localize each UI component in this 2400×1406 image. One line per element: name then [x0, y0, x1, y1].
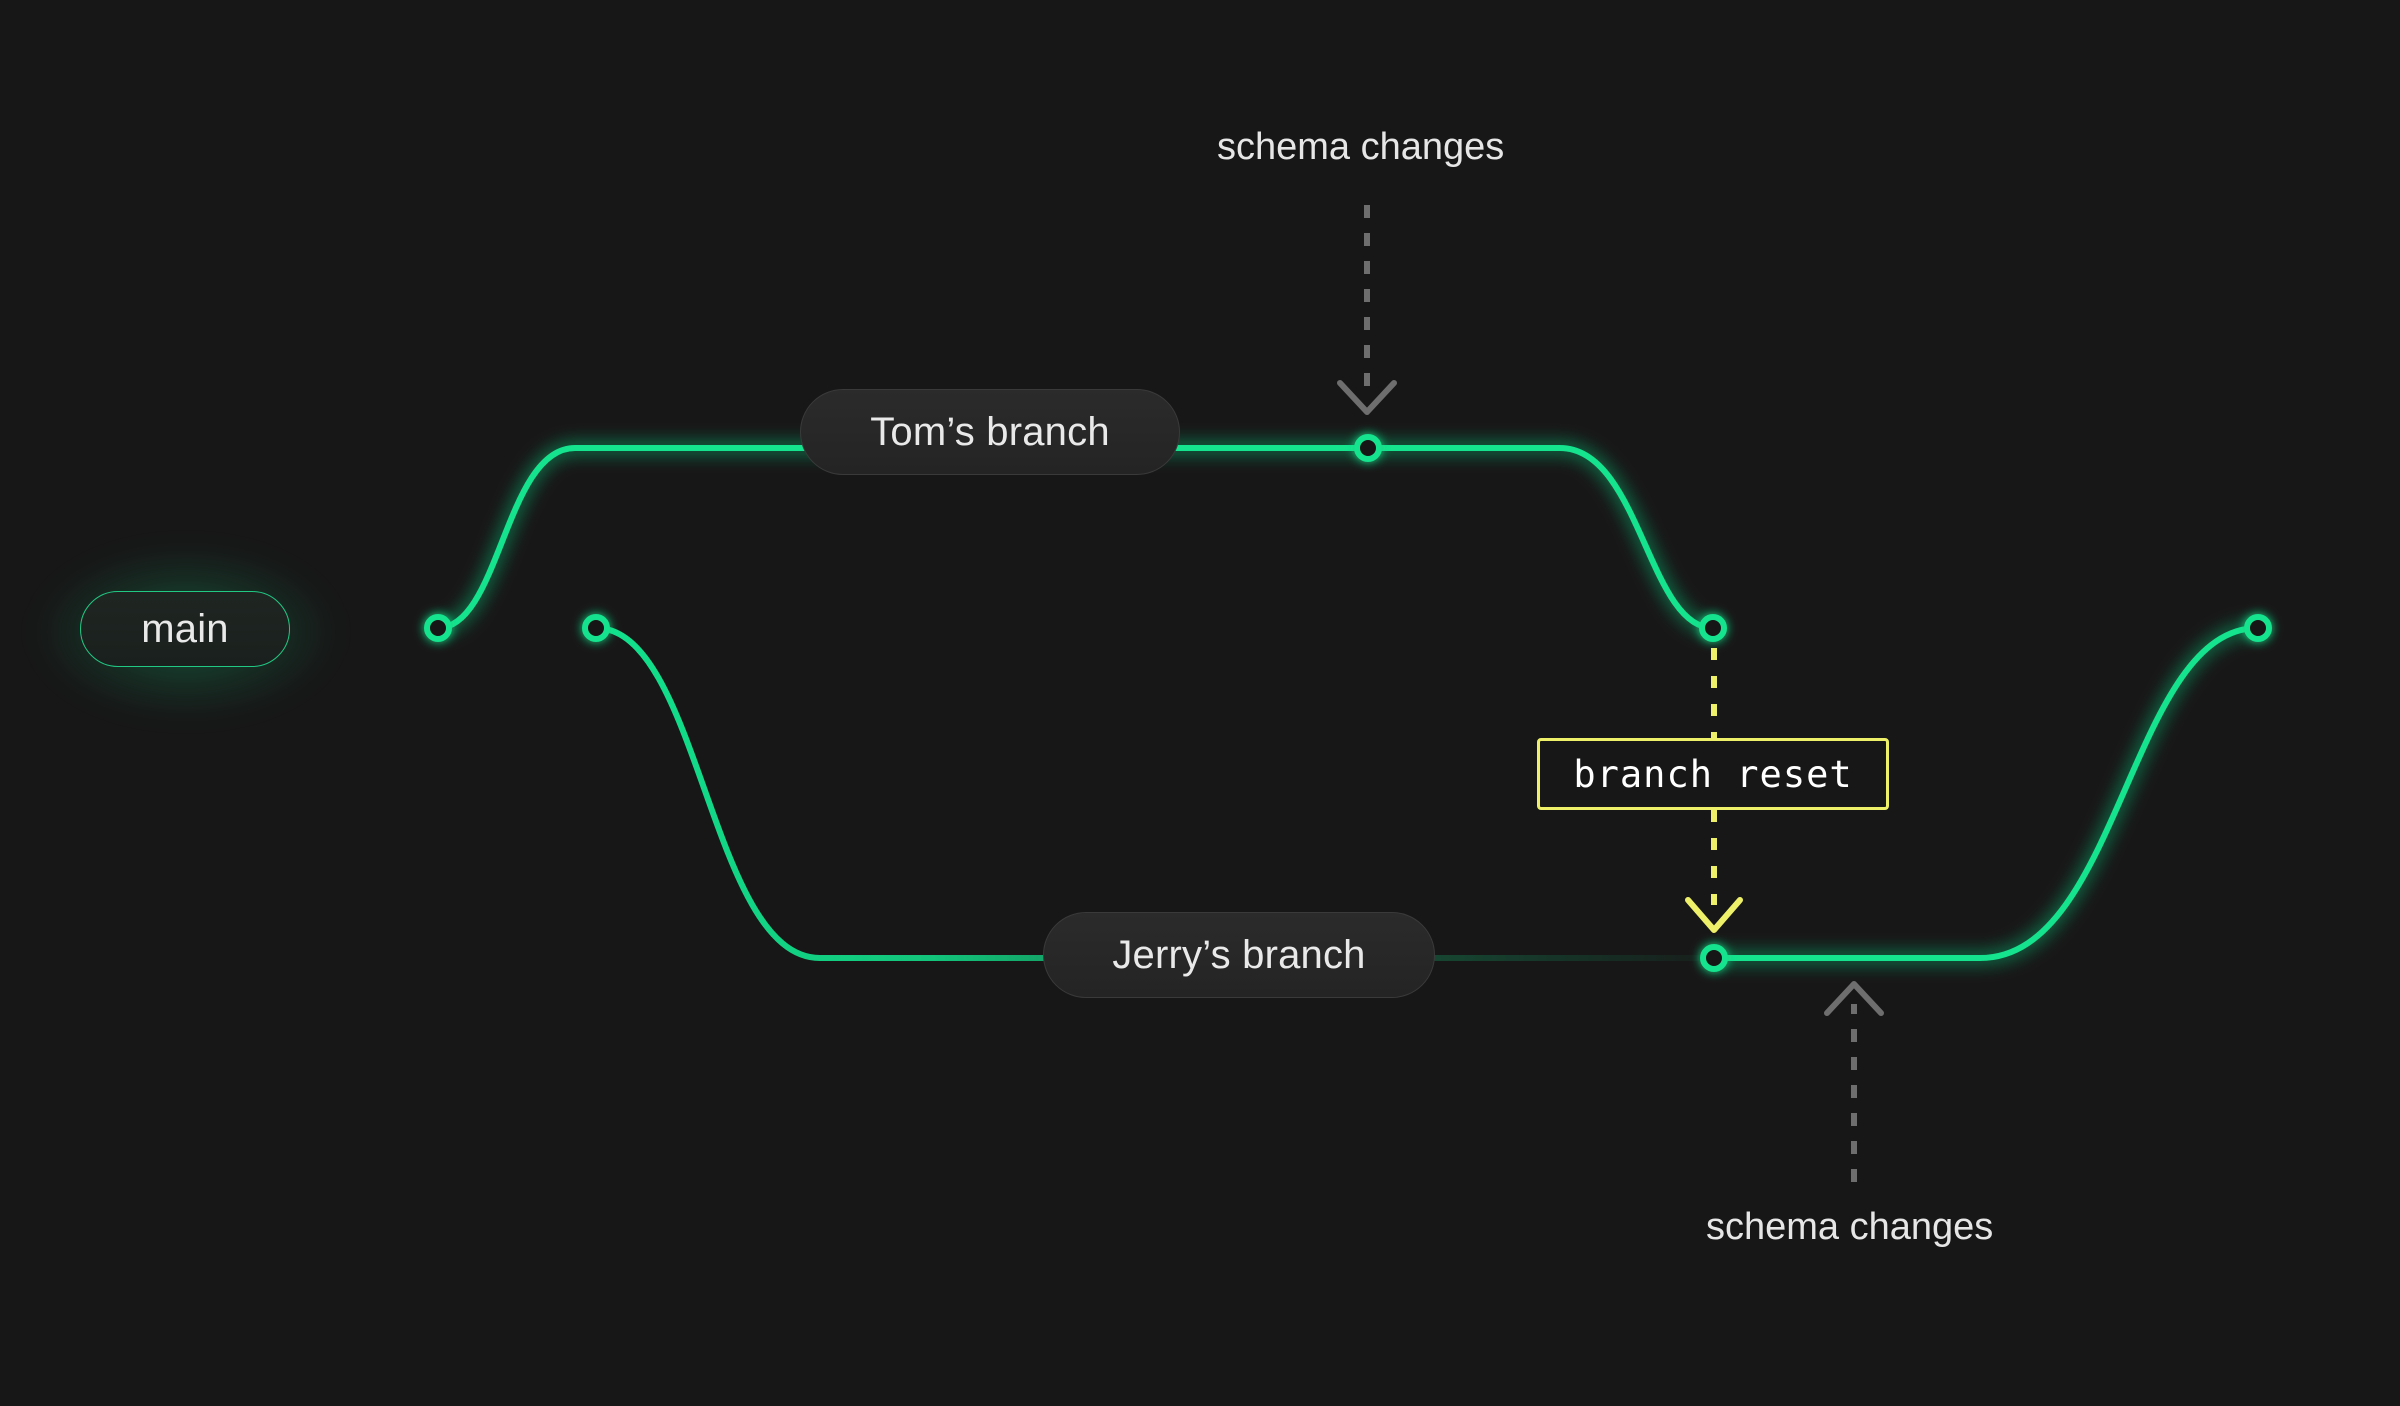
commit-dot-main-merge[interactable] [1699, 614, 1727, 642]
annotation-arrows [1337, 205, 1884, 1182]
annotation-schema-changes-top-label: schema changes [1217, 126, 1505, 168]
branch-pill-main[interactable]: main [80, 591, 290, 667]
branch-pill-main-label: main [141, 606, 229, 651]
schema-changes-top-arrowhead-icon [1337, 380, 1397, 415]
branch-pill-tom-label: Tom’s branch [870, 409, 1110, 454]
branch-reset-connector [1685, 648, 1743, 933]
branch-pill-jerry[interactable]: Jerry’s branch [1043, 912, 1435, 998]
branch-pill-jerry-label: Jerry’s branch [1112, 932, 1366, 977]
annotation-schema-changes-bottom-label: schema changes [1706, 1206, 1994, 1248]
branch-pill-tom[interactable]: Tom’s branch [800, 389, 1180, 475]
branch-reset-arrowhead-icon [1685, 897, 1743, 933]
commit-dot-jerry-reset[interactable] [1700, 944, 1728, 972]
commit-dot-main-c1[interactable] [424, 614, 452, 642]
commit-dots [424, 434, 2272, 972]
commit-dot-main-c2[interactable] [582, 614, 610, 642]
commit-dot-main-merge-2[interactable] [2244, 614, 2272, 642]
commit-dot-tom-c1[interactable] [1354, 434, 1382, 462]
branch-line-jerry-reset [1711, 625, 2261, 961]
annotation-schema-changes-top: schema changes [1217, 126, 1504, 169]
branch-lines [0, 445, 2400, 961]
branch-line-jerry-discarded [593, 625, 1717, 961]
branch-line-tom [435, 445, 1716, 631]
schema-changes-bottom-arrowhead-icon [1824, 981, 1884, 1016]
branch-reset-callout-label: branch reset [1573, 752, 1853, 796]
annotation-schema-changes-bottom: schema changes [1706, 1206, 1993, 1249]
branch-reset-callout[interactable]: branch reset [1537, 738, 1889, 810]
